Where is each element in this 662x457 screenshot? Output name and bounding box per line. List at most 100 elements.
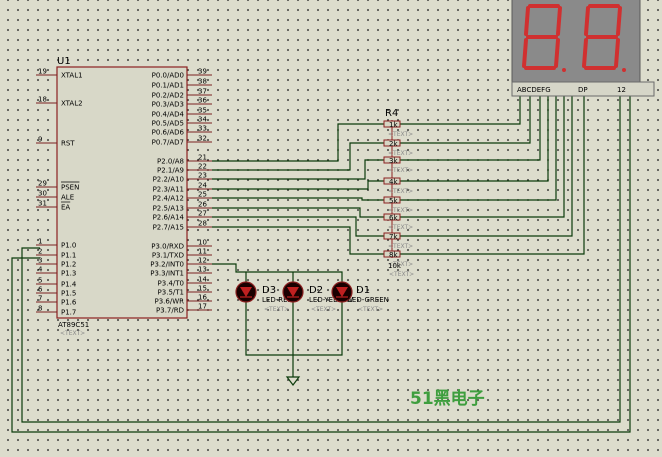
resistor-4[interactable]: 4k<TEXT> xyxy=(383,177,413,195)
mcu-pin-name: P0.6/AD6 xyxy=(152,129,185,137)
led-d2-ref: D2 xyxy=(309,285,323,296)
resistor-elements: 1k<TEXT>2k<TEXT>3k<TEXT> 4k<TEXT>5k<TEXT>… xyxy=(383,120,413,270)
led-d1[interactable]: D1 LED-GREEN <TEXT> xyxy=(331,281,389,313)
mcu-pin-number: 16 xyxy=(198,294,207,302)
segment-e xyxy=(522,38,528,68)
mcu-pin-name: P0.1/AD1 xyxy=(152,82,184,90)
wire-digit2 xyxy=(11,96,631,433)
resistor-text: <TEXT> xyxy=(388,131,413,138)
mcu-pin-number: 14 xyxy=(198,276,207,284)
mcu-pin-number: 6 xyxy=(38,286,43,294)
display-dp-label: DP xyxy=(578,86,588,94)
mcu-pin-name: P1.1 xyxy=(61,252,76,260)
mcu-part: AT89C51 xyxy=(58,321,89,329)
resistor-text: <TEXT> xyxy=(388,224,413,231)
mcu-pin-name: XTAL1 xyxy=(61,72,83,80)
mcu-pin-number: 33 xyxy=(198,125,207,133)
resistor-7[interactable]: 7k<TEXT> xyxy=(383,232,413,250)
wire-seg-d xyxy=(397,96,549,182)
mcu-pin-number: 24 xyxy=(198,182,207,190)
mcu-body xyxy=(56,66,188,319)
wire-p26 xyxy=(212,216,386,237)
display-digit-label: 12 xyxy=(617,86,626,94)
led-d2[interactable]: D2 LED-YELLOW <TEXT> xyxy=(282,281,353,313)
segment-c xyxy=(554,38,560,68)
segment-dp xyxy=(562,68,566,72)
segment-f xyxy=(524,6,530,36)
mcu-pin-name: P2.3/A11 xyxy=(153,186,184,194)
mcu-pin-name: EA xyxy=(61,204,70,212)
led-d3[interactable]: D3 LED-RED <TEXT> xyxy=(235,281,293,313)
mcu-pin-name: P2.7/A15 xyxy=(153,224,184,232)
mcu-pin-number: 18 xyxy=(38,96,47,104)
mcu-pin-name: P3.5/T1 xyxy=(158,289,184,297)
mcu-pin-name: P3.7/RD xyxy=(156,307,184,315)
mcu-pin-name: P2.4/A12 xyxy=(153,195,184,203)
resistor-1[interactable]: 1k<TEXT> xyxy=(383,120,413,138)
wire-p27 xyxy=(212,226,386,255)
mcu-pin-name: P2.5/A13 xyxy=(153,205,184,213)
mcu-pin-name: P3.4/T0 xyxy=(158,280,184,288)
resistor-6[interactable]: 6k<TEXT> xyxy=(383,213,413,231)
segment-b xyxy=(556,6,562,36)
seven-segment-display[interactable]: ABCDEFG DP 12 xyxy=(511,0,655,97)
led-d2-label: LED-YELLOW xyxy=(309,296,353,304)
mcu-pin-number: 28 xyxy=(198,220,207,228)
mcu-pin-number: 4 xyxy=(38,266,43,274)
resistor-2[interactable]: 2k<TEXT> xyxy=(383,139,413,157)
resistor-text: <TEXT> xyxy=(388,167,413,174)
led-d1-ref: D1 xyxy=(356,285,370,296)
mcu-pin-number: 37 xyxy=(198,88,207,96)
resistor-5[interactable]: 5k<TEXT> xyxy=(383,196,413,214)
resistor-3[interactable]: 3k<TEXT> xyxy=(383,156,413,174)
mcu-pin-number: 12 xyxy=(198,257,207,265)
resistor-pack[interactable]: R4 1k<TEXT>2k<TEXT>3k<TEXT>4k<TEXT>5k<TE… xyxy=(383,108,414,278)
mcu-pin-name: P2.6/A14 xyxy=(153,214,185,222)
mcu-pin-number: 25 xyxy=(198,191,207,199)
mcu-pin-number: 10 xyxy=(198,239,207,247)
mcu-pin-name: P0.0/AD0 xyxy=(152,72,184,80)
resistor-8[interactable]: 8k<TEXT> xyxy=(383,250,413,268)
mcu-pin-number: 8 xyxy=(38,305,42,313)
